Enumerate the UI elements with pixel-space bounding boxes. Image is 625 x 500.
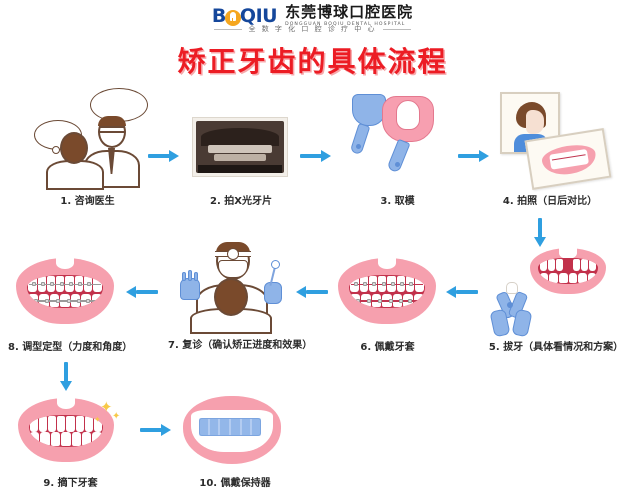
sparkle-icon-3: ✦ — [94, 415, 101, 424]
step-7-caption: 7. 复诊（确认矫正进度和效果） — [168, 340, 313, 351]
doctor-checkup — [168, 232, 294, 334]
clean-white-teeth-sparkle: ✦ ✦ ✦ — [8, 392, 133, 472]
patient-body — [46, 160, 104, 190]
brand-header: B Q IU 东莞博球口腔医院 DONGGUAN BOQIU DENTAL HO… — [0, 4, 625, 28]
step-3-caption: 3. 取模 — [380, 196, 415, 207]
impression-tray-back-handle — [349, 122, 371, 156]
sparkle-icon-1: ✦ — [100, 399, 113, 416]
tagline-text: 全 数 字 化 口 腔 诊 疗 中 心 — [248, 25, 377, 33]
aligner-segments — [199, 418, 262, 436]
arrow-9-to-10 — [140, 424, 172, 436]
step-2-caption: 2. 拍X光牙片 — [210, 196, 272, 207]
dental-xray-film — [186, 88, 296, 188]
step-4: 4. 拍照（日后对比） — [480, 88, 620, 208]
mouth-with-braces-adjusted — [8, 252, 123, 334]
page-title: 矫正牙齿的具体流程 — [177, 45, 448, 78]
step-8: 8. 调型定型（力度和角度） — [8, 252, 133, 356]
step-1-caption: 1. 咨询医生 — [60, 196, 115, 207]
step-1: 1. 咨询医生 — [20, 88, 155, 208]
retainer-mouth-graphic — [183, 396, 281, 464]
patient-head-back — [60, 132, 88, 164]
step-3: 3. 取模 — [340, 88, 455, 208]
tagline-rule-left — [214, 28, 243, 30]
checkup-patient-head-back — [214, 278, 248, 316]
impression-arch-inner — [396, 100, 420, 130]
braces-mouth-graphic-2 — [16, 257, 114, 324]
logo-text-b: B — [211, 4, 226, 27]
logo-text-iu: IU — [255, 4, 278, 27]
checkup-doctor-hair — [216, 242, 250, 253]
step-9-caption: 9. 摘下牙套 — [43, 478, 98, 489]
step-9: ✦ ✦ ✦ 9. 摘下牙套 — [8, 392, 133, 492]
brand-name-cn: 东莞博球口腔医院 — [285, 3, 414, 21]
step-7: 7. 复诊（确认矫正进度和效果） — [168, 232, 313, 356]
arrow-6-to-7 — [296, 286, 328, 298]
sparkle-icon-2: ✦ — [112, 411, 121, 422]
arrow-1-to-2 — [148, 150, 180, 162]
glove-left-icon — [180, 270, 200, 300]
step-10-caption: 10. 佩戴保持器 — [199, 478, 271, 489]
forceps-and-gap-mouth — [486, 247, 625, 338]
tray-back-hole — [356, 144, 361, 149]
profile-and-smile-photos — [480, 88, 620, 190]
brand-name-en: DONGGUAN BOQIU DENTAL HOSPITAL — [285, 22, 406, 27]
doctor-necktie — [108, 148, 115, 174]
xray-film-frame — [192, 117, 288, 177]
step-2: 2. 拍X光牙片 — [186, 88, 296, 208]
step-8-caption: 8. 调型定型（力度和角度） — [8, 342, 133, 353]
tray-front-hole — [395, 162, 400, 167]
tagline-rule-right — [382, 28, 411, 30]
arrow-8-to-9 — [60, 362, 72, 394]
logo-text-q: Q — [239, 4, 256, 27]
extracted-tooth — [506, 282, 518, 294]
arrow-2-to-3 — [300, 150, 332, 162]
xray-image — [196, 121, 284, 173]
face-mask-icon — [218, 260, 248, 278]
step-6-caption: 6. 佩戴牙套 — [360, 342, 415, 353]
tagline-row: 全 数 字 化 口 腔 诊 疗 中 心 — [0, 24, 625, 34]
dental-mirror-icon — [271, 260, 280, 269]
speech-bubble-patient-tail — [52, 146, 60, 154]
forceps-pivot — [507, 302, 513, 308]
patient-and-doctor-talking — [20, 88, 155, 190]
impression-tray-handle — [386, 138, 411, 174]
tooth-in-circle-icon — [224, 9, 241, 26]
arrow-3-to-4 — [458, 150, 490, 162]
glove-right-icon — [264, 282, 282, 304]
arrow-5-to-6 — [446, 286, 478, 298]
step-6: 6. 佩戴牙套 — [330, 252, 445, 356]
clear-retainer — [175, 392, 295, 472]
clean-smile-graphic — [18, 397, 114, 462]
brand-name-block: 东莞博球口腔医院 DONGGUAN BOQIU DENTAL HOSPITAL — [285, 4, 413, 28]
boqiu-logo: B Q IU — [211, 4, 278, 27]
doctor-hair — [98, 116, 126, 126]
step-5: 5. 拔牙（具体看情况和方案） — [486, 247, 625, 356]
arrow-7-to-8 — [126, 286, 158, 298]
step-10: 10. 佩戴保持器 — [175, 392, 295, 492]
arrow-4-to-5 — [534, 218, 546, 250]
doctor-glasses-icon — [99, 126, 125, 133]
impression-trays — [340, 88, 455, 188]
step-5-caption: 5. 拔牙（具体看情况和方案） — [488, 342, 624, 353]
headlamp-icon — [227, 248, 239, 260]
braces-mouth-graphic — [338, 257, 436, 324]
mouth-with-braces — [330, 252, 445, 334]
impression-tray-back — [352, 94, 386, 126]
mouth-with-gap — [530, 247, 606, 294]
step-4-caption: 4. 拍照（日后对比） — [502, 196, 598, 207]
